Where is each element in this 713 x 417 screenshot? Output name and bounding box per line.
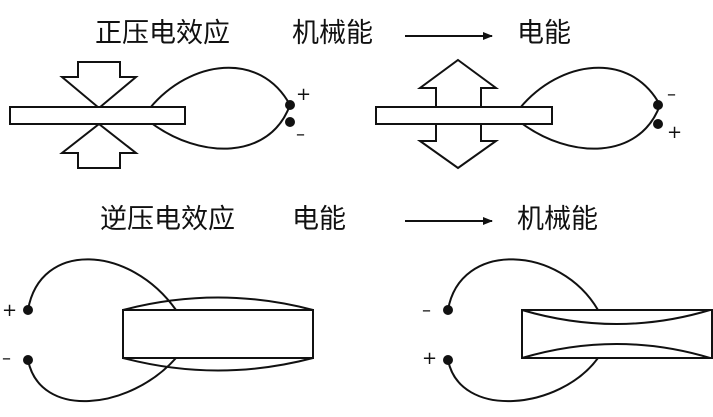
panel3-wire-bottom <box>27 357 177 403</box>
panel1-top-sign: + <box>296 84 312 105</box>
panel3-block <box>122 309 314 359</box>
panel1-bottom-sign: – <box>296 124 305 145</box>
panel1-up-arrow <box>59 122 139 169</box>
converse-effect-title: 逆压电效应 <box>100 204 235 235</box>
panel4-wire-top <box>447 258 599 311</box>
panel1-compression <box>9 61 295 169</box>
panel1-top-terminal <box>285 100 295 110</box>
panel2-bottom-sign: + <box>667 122 683 143</box>
panel1-bottom-terminal <box>285 117 295 127</box>
panel4-top-sign: – <box>422 300 431 321</box>
converse-effect-input-energy: 电能 <box>292 204 346 235</box>
panel4-deformed-shape-bottom <box>521 343 711 359</box>
panel3-deformed-shape-bottom <box>122 357 314 372</box>
direct-effect-output-energy: 电能 <box>517 18 571 49</box>
panel1-down-arrow <box>59 61 139 110</box>
panel3-bottom-sign: – <box>2 348 11 369</box>
panel2-bottom-terminal <box>653 119 663 129</box>
panel3-top-terminal <box>23 305 33 315</box>
panel1-plate <box>9 106 186 125</box>
panel3-bottom-terminal <box>23 355 33 365</box>
panel3-expansion <box>23 258 314 403</box>
converse-effect-output-energy: 机械能 <box>517 204 598 235</box>
panel2-up-arrow <box>416 58 500 108</box>
panel3-deformed-shape <box>122 296 314 311</box>
panel2-plate <box>375 106 553 125</box>
panel4-bottom-sign: + <box>422 348 438 369</box>
panel2-top-sign: – <box>667 84 676 105</box>
panel3-top-sign: + <box>2 300 18 321</box>
panel3-wire-top <box>27 258 177 311</box>
panel2-tension <box>375 58 663 170</box>
panel2-top-terminal <box>653 100 663 110</box>
panel2-down-arrow <box>416 123 500 170</box>
panel4-wire-bottom <box>447 357 599 402</box>
panel4-deformed-shape <box>521 309 711 325</box>
panel4-contraction <box>443 258 713 402</box>
direct-effect-title: 正压电效应 <box>95 18 230 49</box>
panel4-top-terminal <box>443 305 453 315</box>
direct-effect-input-energy: 机械能 <box>292 18 373 49</box>
panel4-bottom-terminal <box>443 355 453 365</box>
